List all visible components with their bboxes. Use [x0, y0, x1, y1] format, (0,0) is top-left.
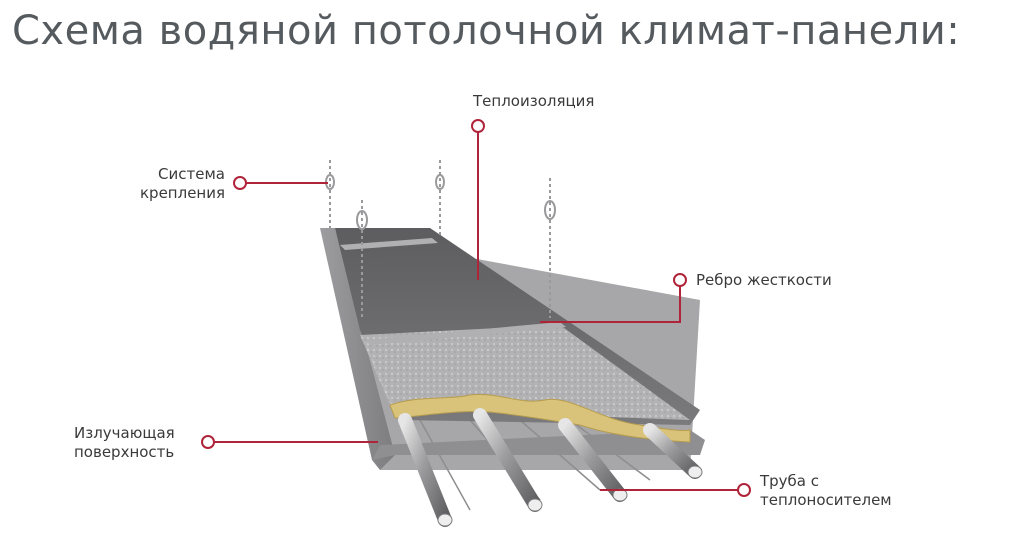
- hanger-chain-icon: [325, 160, 556, 320]
- stiffening-ribs: [340, 238, 566, 345]
- foil-insulation-top: [360, 325, 690, 420]
- callouts: [201, 119, 751, 497]
- coolant-pipes: [398, 408, 703, 527]
- label-surface: Излучающая поверхность: [74, 424, 175, 461]
- insulation-layer: [389, 394, 691, 443]
- label-pipe: Труба с теплоносителем: [760, 472, 892, 509]
- label-mounting: Система крепления: [139, 165, 225, 202]
- label-rib: Ребро жесткости: [696, 271, 832, 289]
- label-insulation: Теплоизоляция: [473, 92, 595, 110]
- panel-bottom-edge: [372, 430, 705, 460]
- page-title: Схема водяной потолочной климат-панели:: [12, 8, 961, 54]
- panel-side-frame: [320, 228, 395, 470]
